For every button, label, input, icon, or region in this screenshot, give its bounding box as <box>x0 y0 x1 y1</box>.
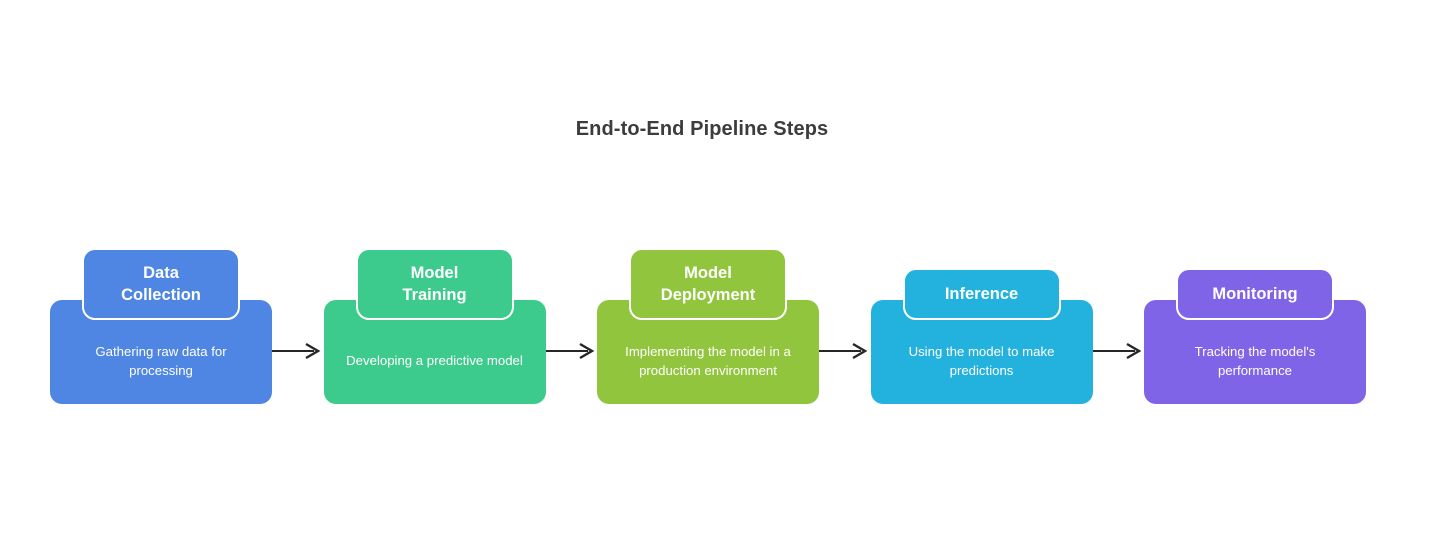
pipeline-step-5[interactable]: Tracking the model's performance Monitor… <box>1144 248 1366 404</box>
step-5-description: Tracking the model's performance <box>1194 343 1316 379</box>
step-4-description: Using the model to make predictions <box>908 343 1055 379</box>
connector-3-4 <box>819 248 870 404</box>
step-5-header: Monitoring <box>1176 268 1334 320</box>
pipeline-flow: Gathering raw data for processing Data C… <box>50 248 1366 404</box>
connector-4-5 <box>1092 248 1144 404</box>
pipeline-step-2[interactable]: Developing a predictive model Model Trai… <box>323 248 546 404</box>
step-1-title: Data Collection <box>121 264 201 304</box>
step-4-title: Inference <box>944 285 1019 303</box>
step-3-title: Model Deployment <box>660 264 756 304</box>
connector-2-3 <box>545 248 597 404</box>
step-4-header: Inference <box>902 268 1061 320</box>
pipeline-step-1[interactable]: Gathering raw data for processing Data C… <box>50 248 272 404</box>
step-2-title: Model Training <box>402 264 467 304</box>
pipeline-step-4[interactable]: Using the model to make predictions Infe… <box>870 248 1093 404</box>
step-5-title: Monitoring <box>1212 285 1298 303</box>
step-1-header: Data Collection <box>82 248 240 320</box>
step-2-description: Developing a predictive model <box>346 353 523 369</box>
pipeline-step-3[interactable]: Implementing the model in a production e… <box>597 248 819 404</box>
diagram-title: End-to-End Pipeline Steps <box>575 118 829 140</box>
connector-1-2 <box>272 248 323 404</box>
step-1-description: Gathering raw data for processing <box>95 343 227 379</box>
step-3-header: Model Deployment <box>629 248 787 320</box>
step-3-description: Implementing the model in a production e… <box>625 343 791 379</box>
step-2-header: Model Training <box>355 248 514 320</box>
